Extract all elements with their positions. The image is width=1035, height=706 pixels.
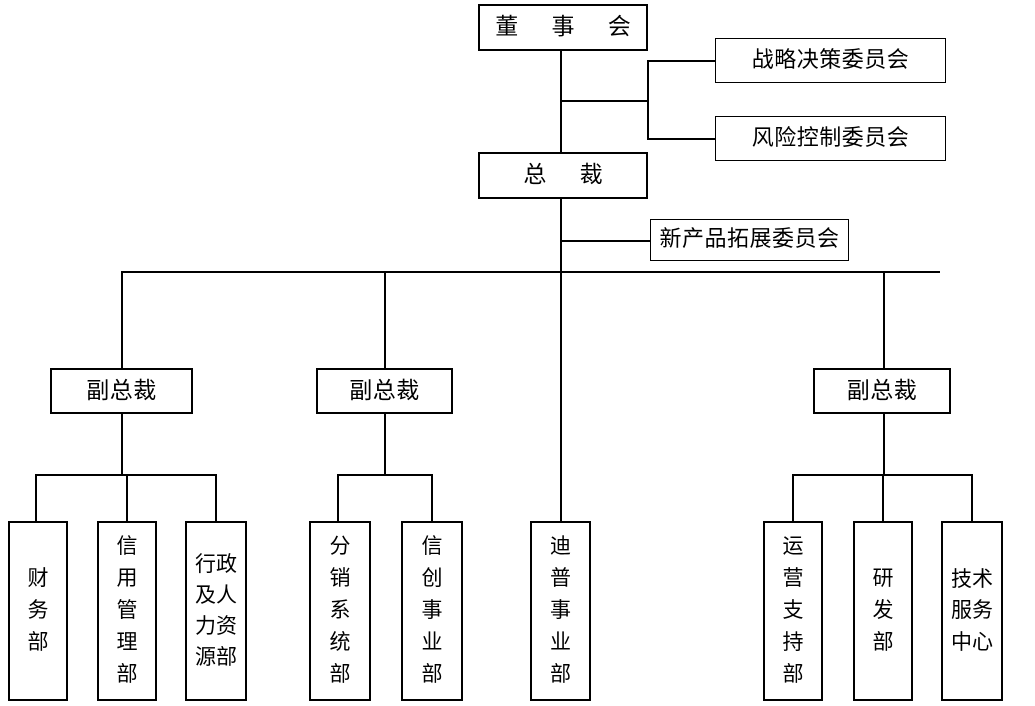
connector-vp3-to-dept1 [792,474,794,522]
node-xinchuang-business-department-label: 信创事业部 [421,534,443,686]
connector-bus-to-vp1 [121,271,123,368]
connector-vp1-drop [121,413,123,475]
connector-to-newproduct-committee [560,240,651,242]
node-administration-hr-department-label: 行政及人力资源部 [195,551,237,670]
connector-vp3-to-dept3 [971,474,973,522]
node-dptech-business-department[interactable]: 迪普事业部 [530,521,591,701]
node-operations-support-department-label: 运营支持部 [782,534,804,686]
node-finance-department[interactable]: 财务部 [8,521,68,701]
node-operations-support-department[interactable]: 运营支持部 [763,521,823,701]
node-distribution-system-department-label: 分销系统部 [329,534,351,686]
node-risk-control-committee[interactable]: 风险控制委员会 [715,116,946,161]
node-administration-hr-department[interactable]: 行政及人力资源部 [185,521,247,701]
node-vice-president-3[interactable]: 副总裁 [813,368,951,414]
node-president[interactable]: 总 裁 [478,152,648,199]
node-distribution-system-department[interactable]: 分销系统部 [309,521,371,701]
node-technical-service-center-label: 技术服务中心 [951,567,993,654]
connector-vp3-to-dept2 [882,474,884,522]
connector-president-spine [560,198,562,530]
connector-vp3-drop [883,413,885,475]
node-finance-department-label: 财务部 [27,566,49,654]
node-new-product-development-committee[interactable]: 新产品拓展委员会 [650,219,849,261]
node-board-of-directors[interactable]: 董 事 会 [478,4,648,51]
node-credit-management-department-label: 信用管理部 [116,534,138,686]
connector-vp1-to-dept2 [126,474,128,522]
connector-vp1-to-dept1 [35,474,37,522]
connector-vp2-to-dept1 [337,474,339,522]
node-board-of-directors-label: 董 事 会 [495,14,644,41]
connector-bus-to-vp2 [384,271,386,368]
connector-vp2-drop [384,413,386,475]
node-vice-president-1[interactable]: 副总裁 [50,368,193,414]
connector-vp1-to-dept3 [215,474,217,522]
node-vice-president-2[interactable]: 副总裁 [316,368,453,414]
node-rd-department[interactable]: 研发部 [853,521,913,701]
connector-bus-to-vp3 [883,271,885,368]
node-vice-president-2-label: 副总裁 [349,377,420,404]
connector-board-committee-stub [560,100,649,102]
node-president-label: 总 裁 [523,162,616,189]
node-credit-management-department[interactable]: 信用管理部 [97,521,157,701]
connector-to-risk-committee [647,138,716,140]
node-dptech-business-department-label: 迪普事业部 [550,534,571,686]
node-vice-president-1-label: 副总裁 [86,377,157,404]
node-new-product-development-committee-label: 新产品拓展委员会 [659,227,840,253]
connector-vp2-to-dept2 [431,474,433,522]
connector-vp2-bus [337,474,433,476]
node-xinchuang-business-department[interactable]: 信创事业部 [401,521,463,701]
node-strategy-decision-committee[interactable]: 战略决策委员会 [715,38,946,83]
connector-to-strategy-committee [647,60,716,62]
node-risk-control-committee-label: 风险控制委员会 [751,125,910,151]
node-strategy-decision-committee-label: 战略决策委员会 [751,47,910,73]
node-vice-president-3-label: 副总裁 [846,377,918,404]
node-technical-service-center[interactable]: 技术服务中心 [941,521,1003,701]
connector-board-committee-spine [647,60,649,140]
connector-vp-bus [121,271,940,273]
node-rd-department-label: 研发部 [872,566,894,654]
